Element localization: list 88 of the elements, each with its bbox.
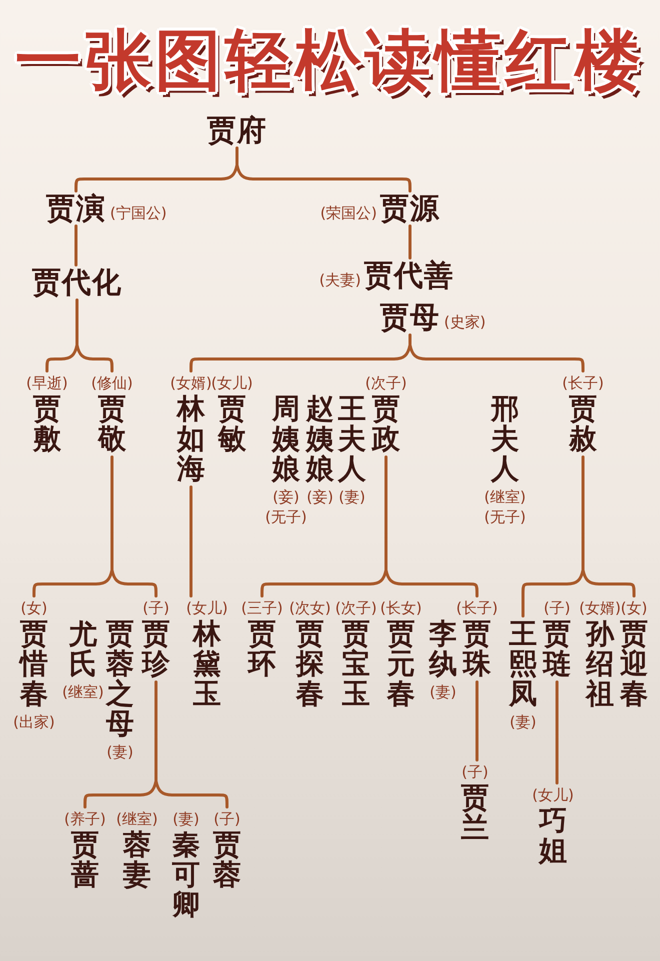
connector-line <box>408 224 412 260</box>
brace-connector <box>74 146 412 192</box>
note-label: (修仙) <box>91 374 133 392</box>
name-label: 贾宝玉 <box>341 619 371 709</box>
name-label: 孙绍祖 <box>585 619 615 709</box>
name-label: 贾敏 <box>217 394 247 454</box>
name-label: 贾代善 <box>364 261 454 290</box>
name-label: 贾元春 <box>386 619 416 709</box>
note-label: (子) <box>214 810 240 828</box>
name-label: 林黛玉 <box>192 619 222 709</box>
name-label: 贾惜春 <box>19 619 49 709</box>
note-label: (妻) <box>510 713 536 731</box>
note-label: (继室) <box>62 683 104 701</box>
note-label: (女) <box>20 599 48 617</box>
name-label: 林如海 <box>176 394 206 484</box>
name-label: 贾演 <box>46 194 106 223</box>
name-label: 贾赦 <box>568 394 598 454</box>
name-label: 贾珠 <box>462 619 492 679</box>
note-label: (史家) <box>444 313 486 331</box>
note-label: (女儿) <box>532 786 574 804</box>
note-label: (养子) <box>64 810 106 828</box>
name-label: 贾敬 <box>97 394 127 454</box>
name-label: 贾蓉之母 <box>105 619 135 739</box>
name-label: 贾兰 <box>460 783 490 843</box>
name-label: 贾蓉 <box>212 830 242 890</box>
note-label: (早逝) <box>26 374 68 392</box>
note-label: (妻) <box>172 810 200 828</box>
note-label: (继室) <box>484 488 526 506</box>
name-label: 王夫人 <box>337 394 367 484</box>
brace-connector <box>260 456 478 598</box>
name-label: 贾源 <box>380 194 440 223</box>
note-label: (继室) <box>116 810 158 828</box>
name-label: 尤氏 <box>68 619 98 679</box>
note-label: (妾) <box>306 488 334 506</box>
note-label: (无子) <box>265 508 307 526</box>
note-label: (长女) <box>380 599 422 617</box>
note-label: (三子) <box>241 599 283 617</box>
name-label: 贾琏 <box>542 619 572 679</box>
name-label: 贾蔷 <box>70 830 100 890</box>
note-label: (妻) <box>430 683 456 701</box>
brace-connector <box>84 680 228 808</box>
note-label: (女) <box>620 599 648 617</box>
note-label: (长子) <box>562 374 604 392</box>
note-label: (次子) <box>335 599 377 617</box>
name-label: 贾母 <box>380 303 440 332</box>
brace-connector <box>32 456 158 598</box>
name-label: 秦可卿 <box>171 830 201 920</box>
name-label: 贾府 <box>207 116 267 145</box>
note-label: (子) <box>462 763 488 781</box>
name-label: 贾政 <box>371 394 401 454</box>
brace-connector <box>46 298 114 372</box>
note-label: (次女) <box>289 599 331 617</box>
note-label: (女婿) <box>579 599 621 617</box>
name-label: 邢夫人 <box>490 394 520 484</box>
note-label: (子) <box>142 599 170 617</box>
note-label: (妾) <box>272 488 300 506</box>
connector-line <box>476 680 478 762</box>
connector-line <box>74 224 78 266</box>
name-label: 巧姐 <box>538 806 568 866</box>
note-label: (夫妻) <box>319 271 361 289</box>
note-label: (荣国公) <box>320 204 377 222</box>
title: 一张图轻松读懂红楼 <box>14 28 646 94</box>
brace-connector <box>522 456 636 618</box>
connector-line <box>190 486 192 598</box>
note-label: (无子) <box>484 508 526 526</box>
note-label: (妻) <box>338 488 366 506</box>
name-label: 赵姨娘 <box>305 394 335 484</box>
name-label: 周姨娘 <box>271 394 301 484</box>
note-label: (女儿) <box>211 374 253 392</box>
name-label: 贾代化 <box>32 268 122 297</box>
name-label: 贾敷 <box>32 394 62 454</box>
note-label: (出家) <box>13 713 55 731</box>
name-label: 蓉妻 <box>122 830 152 890</box>
note-label: (女儿) <box>186 599 228 617</box>
name-label: 贾环 <box>247 619 277 679</box>
name-label: 贾珍 <box>141 619 171 679</box>
note-label: (子) <box>544 599 570 617</box>
note-label: (长子) <box>456 599 498 617</box>
name-label: 贾迎春 <box>619 619 649 709</box>
note-label: (次子) <box>365 374 407 392</box>
note-label: (女婿) <box>170 374 212 392</box>
note-label: (宁国公) <box>110 204 167 222</box>
connector-line <box>556 680 558 784</box>
note-label: (妻) <box>106 743 134 761</box>
name-label: 李纨 <box>428 619 458 679</box>
name-label: 贾探春 <box>295 619 325 709</box>
name-label: 王熙凤 <box>508 619 538 709</box>
brace-connector <box>190 334 584 372</box>
